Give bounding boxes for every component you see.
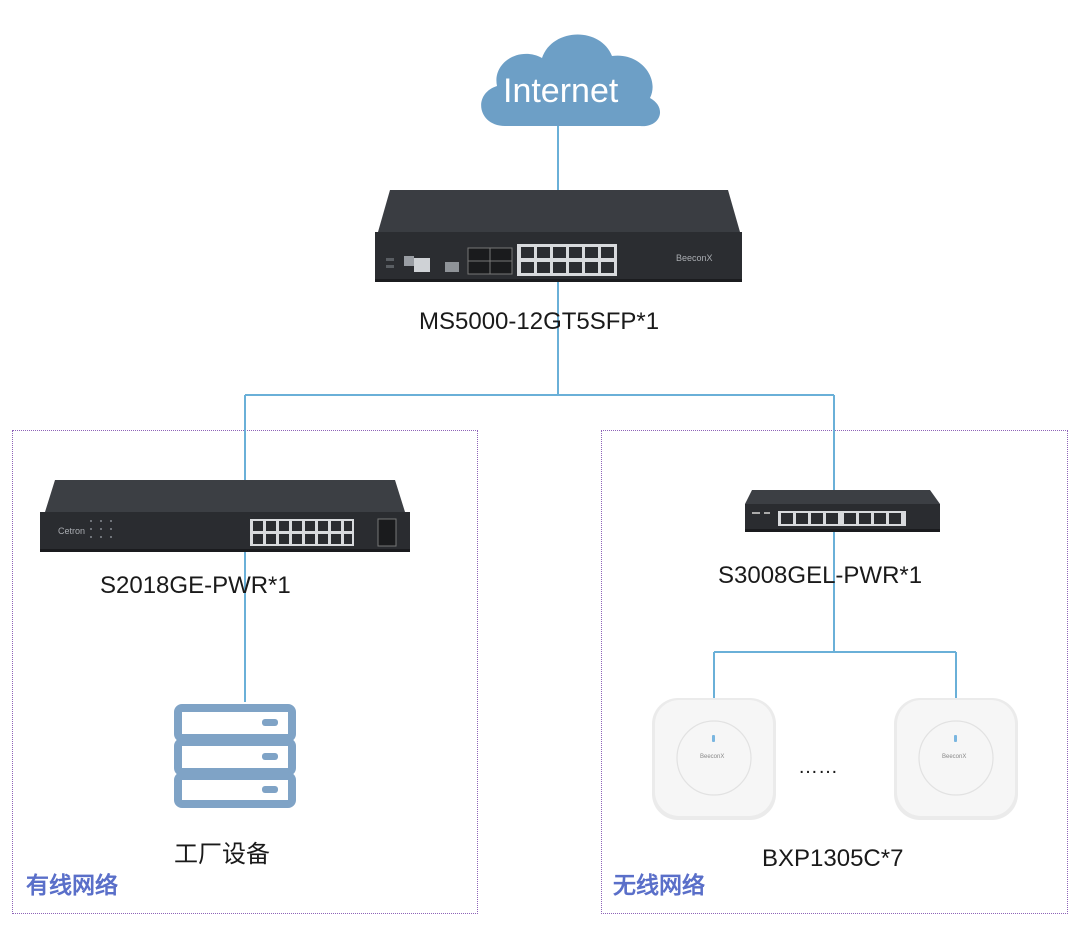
wireless-zone-title: 无线网络 <box>613 873 705 899</box>
right-switch-label: S3008GEL-PWR*1 <box>718 562 923 589</box>
wired-zone-title: 有线网络 <box>26 873 118 899</box>
left-switch-icon <box>40 480 410 552</box>
ap-brand-2: BeeconX <box>942 754 967 760</box>
core-switch-brand: BeeconX <box>676 253 713 263</box>
server-icon <box>174 704 296 808</box>
device-label: 工厂设备 <box>174 840 270 868</box>
right-switch-icon <box>745 490 940 532</box>
access-point-icon-1 <box>652 698 776 820</box>
core-switch-icon <box>375 190 742 282</box>
link-lines <box>244 125 957 702</box>
server-indicator-icons <box>262 719 278 793</box>
core-switch-label: MS5000-12GT5SFP*1 <box>419 308 660 335</box>
ap-ellipsis: …… <box>798 756 838 778</box>
ap-label: BXP1305C*7 <box>762 845 904 872</box>
cloud-label: Internet <box>503 72 619 110</box>
ap-brand-1: BeeconX <box>700 754 725 760</box>
left-switch-label: S2018GE-PWR*1 <box>100 572 291 599</box>
access-point-icon-2 <box>894 698 1018 820</box>
left-switch-brand: Cetron <box>58 526 86 536</box>
cloud-icon <box>481 34 661 127</box>
